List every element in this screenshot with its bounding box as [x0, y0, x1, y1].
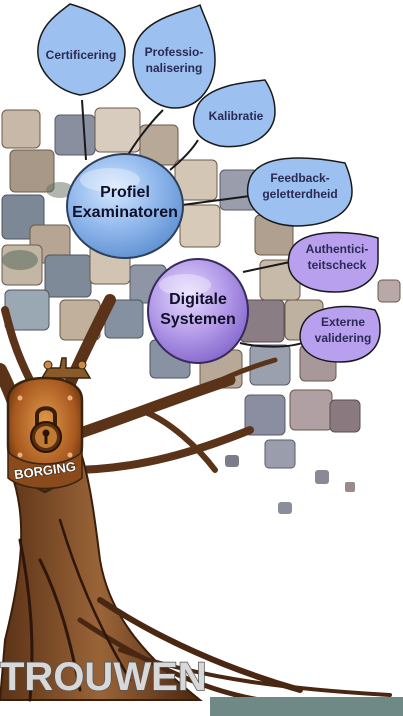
leaf-authenticiteitscheck: Authentici- teitscheck	[287, 231, 379, 293]
connectors	[81, 99, 306, 348]
leaf-label-authenticiteitscheck-2: teitscheck	[308, 258, 367, 272]
padlock-icon	[30, 406, 62, 453]
ground-white	[0, 704, 210, 716]
leaf-feedback: Feedback- geletterdheid	[246, 157, 353, 227]
tree-trunk	[0, 448, 392, 703]
leaf-label-feedback-1: Feedback-	[270, 171, 329, 185]
leaf-label-professionalisering-1: Professio-	[145, 45, 204, 59]
borging-badge: BORGING	[6, 357, 92, 494]
connector-kalibratie	[169, 139, 199, 171]
root-label: TROUWEN	[0, 655, 207, 699]
connector-professionalisering	[127, 109, 164, 156]
leaf-label-kalibratie: Kalibratie	[209, 109, 264, 123]
leaf-externe: Externe validering	[299, 305, 381, 363]
leaf-label-authenticiteitscheck-1: Authentici-	[306, 242, 369, 256]
central-label-profiel-1: Profiel	[100, 184, 150, 201]
leaf-label-professionalisering-2: nalisering	[146, 61, 203, 75]
central-label-digitale-1: Digitale	[169, 291, 227, 308]
connector-certificering	[81, 99, 87, 161]
badge-banner	[7, 450, 83, 490]
connector-externe	[239, 341, 306, 348]
central-node-profiel: Profiel Examinatoren	[66, 153, 184, 259]
leaf-professionalisering: Professio- nalisering	[132, 3, 216, 109]
leaf-label-certificering: Certificering	[46, 48, 117, 62]
connector-authenticiteitscheck	[242, 261, 291, 273]
leaf-certificering: Certificering	[37, 3, 126, 96]
leaf-label-feedback-2: geletterdheid	[262, 187, 337, 201]
ground-strip	[210, 697, 403, 716]
badge-lid	[40, 357, 92, 379]
canopy-puzzle-pieces	[1, 107, 401, 514]
central-label-digitale-2: Systemen	[160, 311, 236, 328]
central-node-digitale: Digitale Systemen	[147, 258, 249, 364]
central-label-profiel-2: Examinatoren	[72, 204, 178, 221]
leaf-label-externe-2: validering	[315, 331, 372, 345]
leaf-label-externe-1: Externe	[321, 315, 365, 329]
leaf-kalibratie: Kalibratie	[192, 79, 276, 148]
connector-feedback	[181, 195, 251, 206]
